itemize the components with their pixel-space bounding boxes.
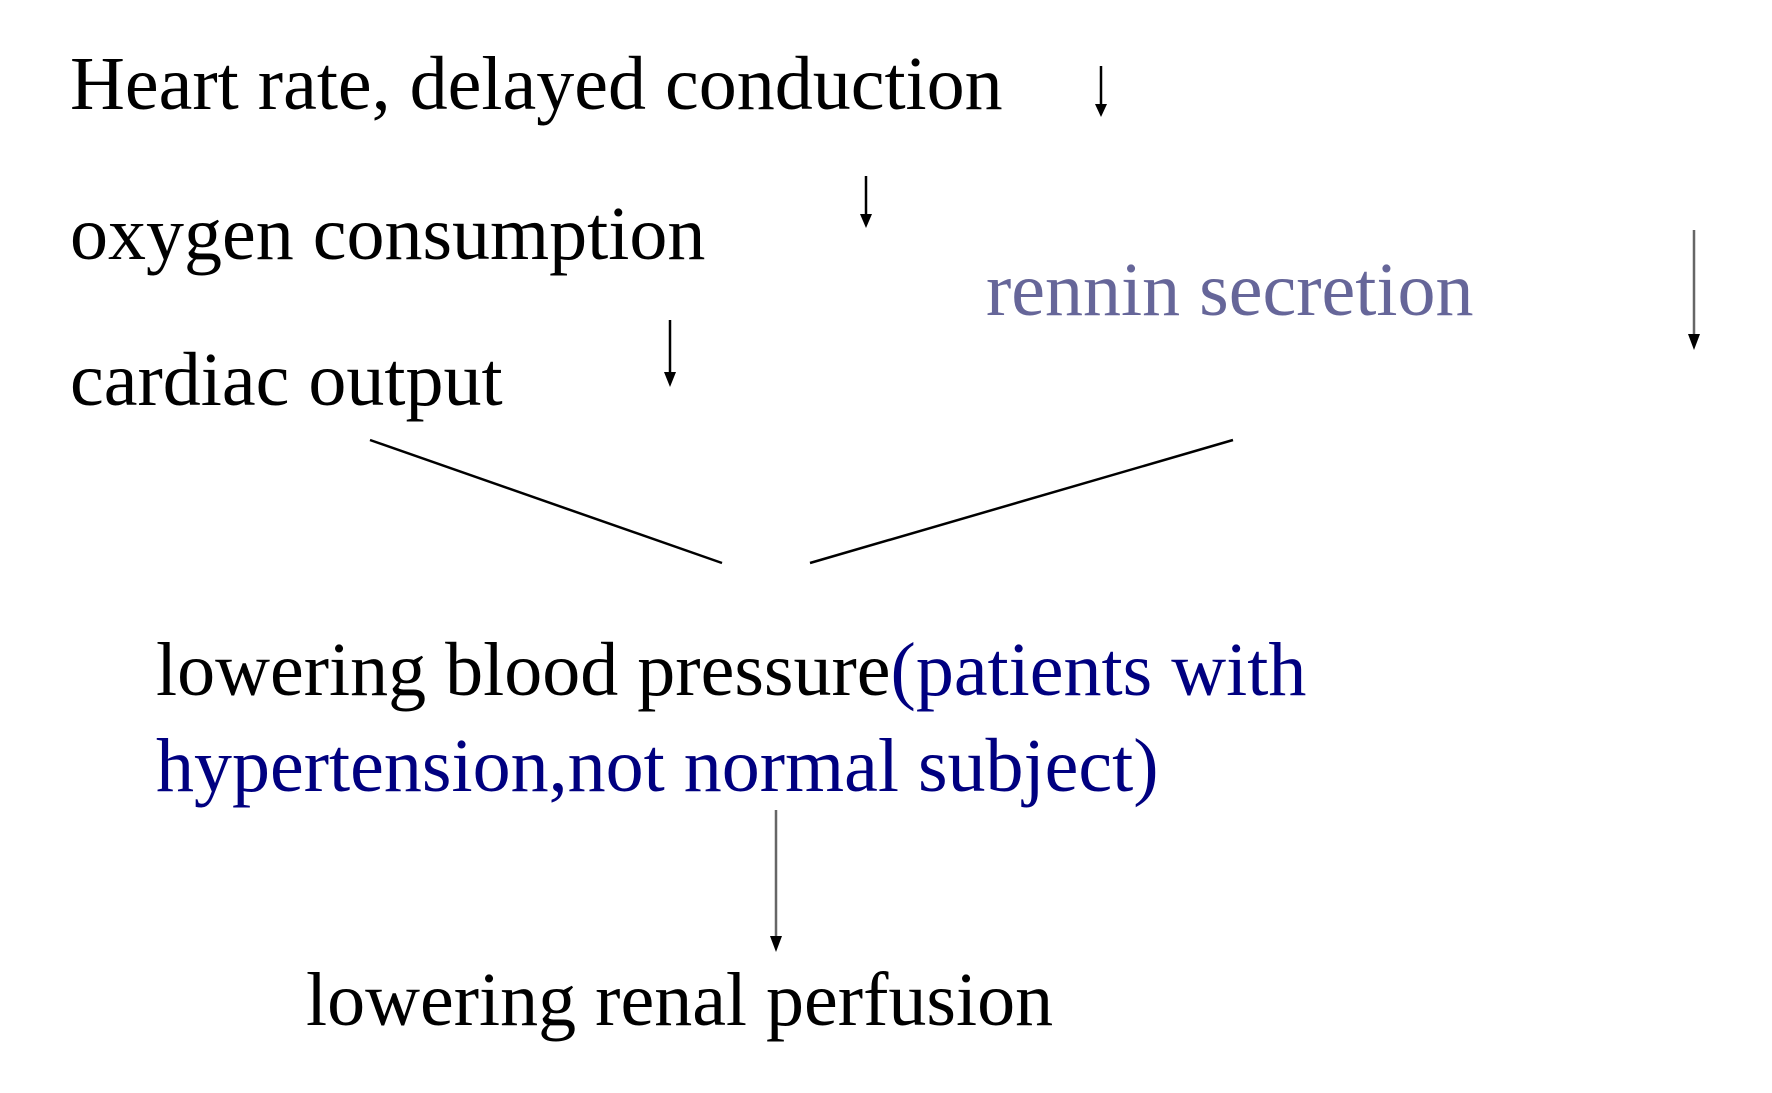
lowering-blood-pressure-note-line2: hypertension,not normal subject) [156, 728, 1159, 804]
lowering-blood-pressure-label: lowering blood pressure(patients with [156, 632, 1306, 708]
rennin-secretion-label: rennin secretion [986, 252, 1473, 328]
converging-line-left [369, 438, 723, 565]
lowering-renal-perfusion-text: lowering renal perfusion [306, 958, 1054, 1042]
converging-line-right [809, 438, 1234, 565]
decrease-arrow-icon-rennin [1688, 230, 1700, 350]
oxygen-consumption-text: oxygen consumption [70, 192, 706, 276]
rennin-secretion-text: rennin secretion [986, 248, 1474, 332]
decrease-arrow-icon-heart-rate [1095, 66, 1107, 117]
oxygen-consumption-label: oxygen consumption [70, 196, 705, 272]
heart-rate-text: Heart rate, delayed conduction [70, 42, 1003, 126]
lowering-blood-pressure-note-part1: (patients with [890, 628, 1307, 712]
down-arrow-icon-renal [770, 810, 782, 952]
heart-rate-label: Heart rate, delayed conduction [70, 46, 1003, 122]
cardiac-output-label: cardiac output [70, 342, 503, 418]
decrease-arrow-icon-oxygen [860, 176, 872, 228]
decrease-arrow-icon-cardiac-output [664, 320, 676, 387]
lowering-blood-pressure-note-part2: hypertension,not normal subject) [156, 724, 1159, 808]
cardiac-output-text: cardiac output [70, 338, 503, 422]
lowering-renal-perfusion-label: lowering renal perfusion [306, 962, 1053, 1038]
lowering-blood-pressure-text: lowering blood pressure [156, 628, 891, 712]
